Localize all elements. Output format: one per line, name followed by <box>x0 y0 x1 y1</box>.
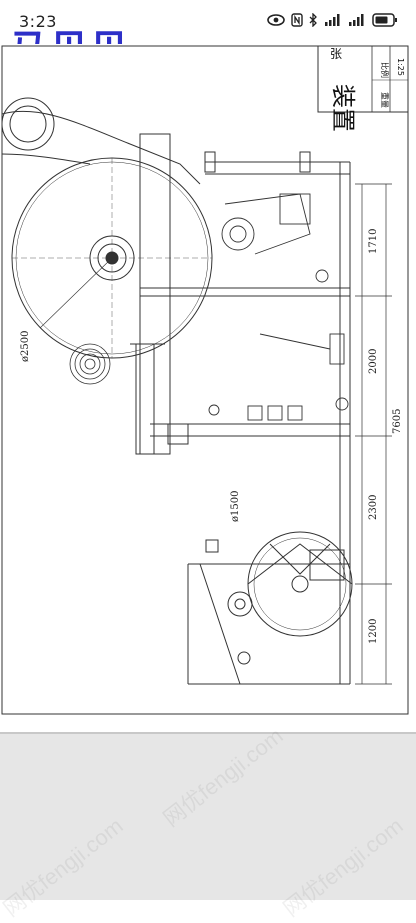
status-time: 3:23 <box>19 12 57 31</box>
eye-comfort-icon <box>267 14 285 26</box>
cell-signal-icon <box>324 14 342 26</box>
frame-structure <box>130 133 351 684</box>
empty-gray-area <box>0 734 416 900</box>
coil-roll <box>69 343 111 385</box>
battery-icon <box>372 13 398 27</box>
lower-wheel <box>187 531 353 685</box>
dim-1710: 1710 <box>368 229 379 254</box>
bluetooth-icon <box>309 13 318 27</box>
dim-2300: 2300 <box>368 495 379 520</box>
upper-mechanism <box>221 193 345 365</box>
field-value-1: 1:25 <box>396 58 405 76</box>
sheet-mark: 张 <box>330 47 342 61</box>
title-chars: 装置 <box>329 84 357 132</box>
status-icons <box>267 13 398 27</box>
field-label-2: 重量 <box>380 92 390 108</box>
engineering-drawing-image[interactable]: 装置 张 比例 1:25 重量 ø2500 <box>0 44 410 716</box>
nfc-icon <box>291 13 303 27</box>
dim-7605: 7605 <box>392 409 403 434</box>
large-wheel <box>1 97 213 359</box>
middle-rollers <box>208 397 349 421</box>
dim-d1500: ø1500 <box>230 491 241 522</box>
dim-d2500: ø2500 <box>20 331 31 362</box>
divider <box>0 732 416 734</box>
title-block: 装置 张 比例 1:25 重量 <box>317 45 409 132</box>
field-label-1: 比例 <box>380 62 390 78</box>
wifi-signal-icon <box>348 14 366 26</box>
dim-1200: 1200 <box>368 619 379 644</box>
dimension-lines <box>355 183 392 685</box>
dim-2000: 2000 <box>368 349 379 374</box>
status-bar: 3:23 <box>0 0 416 44</box>
